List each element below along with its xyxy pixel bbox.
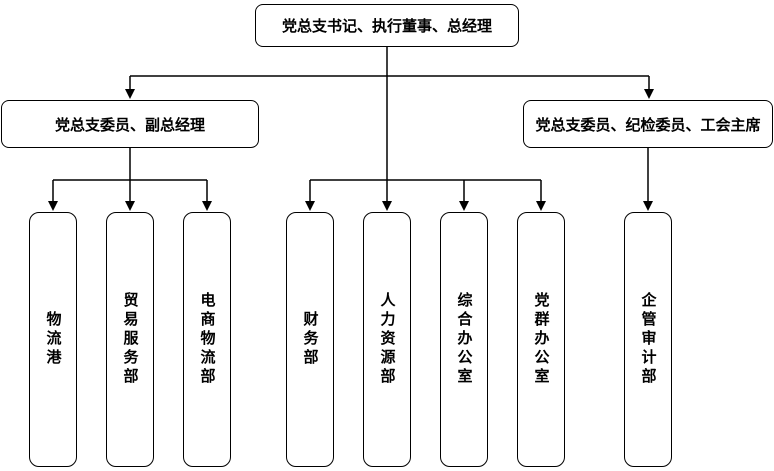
arrowhead-dept-finance <box>305 201 315 211</box>
dept-label: 人力资源部 <box>378 292 396 387</box>
org-node-dept-logistics-port[interactable]: 物流港 <box>29 212 77 467</box>
org-node-dept-enterprise-audit[interactable]: 企管审计部 <box>624 212 672 467</box>
dept-label: 企管审计部 <box>639 292 657 387</box>
org-node-dept-human-resources[interactable]: 人力资源部 <box>363 212 411 467</box>
org-node-union-chair[interactable]: 党总支委员、纪检委员、工会主席 <box>523 100 773 148</box>
org-node-union-chair-label: 党总支委员、纪检委员、工会主席 <box>535 116 761 134</box>
org-node-dept-ecommerce-logistics[interactable]: 电商物流部 <box>183 212 231 467</box>
dept-label: 财务部 <box>301 311 319 368</box>
arrowhead-dept-trade <box>125 201 135 211</box>
arrowhead-dept-ecommerce <box>202 201 212 211</box>
arrowhead-dept-logistics <box>48 201 58 211</box>
arrowhead-mgr-left <box>125 89 135 99</box>
org-node-deputy-gm[interactable]: 党总支委员、副总经理 <box>1 100 259 148</box>
arrowhead-dept-general-office <box>459 201 469 211</box>
org-node-deputy-gm-label: 党总支委员、副总经理 <box>54 116 205 134</box>
dept-label: 党群办公室 <box>532 292 550 387</box>
org-node-dept-trade-services[interactable]: 贸易服务部 <box>106 212 154 467</box>
dept-label: 物流港 <box>44 311 62 368</box>
org-node-dept-general-office[interactable]: 综合办公室 <box>440 212 488 467</box>
arrowhead-mgr-right <box>644 89 654 99</box>
dept-label: 电商物流部 <box>198 292 216 387</box>
arrowhead-dept-party-office <box>536 201 546 211</box>
arrowhead-dept-audit <box>643 201 653 211</box>
org-node-root-label: 党总支书记、执行董事、总经理 <box>281 18 492 35</box>
dept-label: 综合办公室 <box>455 292 473 387</box>
org-node-dept-party-masses-office[interactable]: 党群办公室 <box>517 212 565 467</box>
arrowhead-dept-hr <box>382 201 392 211</box>
dept-label: 贸易服务部 <box>121 292 139 387</box>
org-node-root[interactable]: 党总支书记、执行董事、总经理 <box>255 4 519 47</box>
org-node-dept-finance[interactable]: 财务部 <box>286 212 334 467</box>
